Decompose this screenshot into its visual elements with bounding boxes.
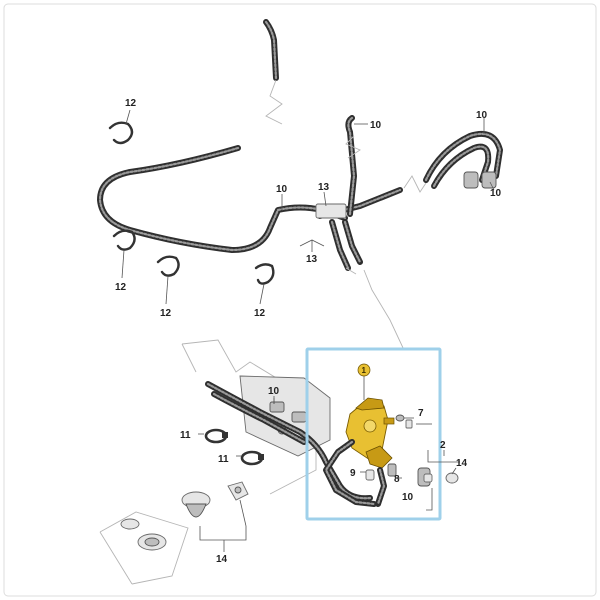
callout-2-group: 2: [440, 440, 446, 451]
callout-9-connector: 9: [350, 468, 356, 479]
heater-pump-icon: [323, 397, 395, 507]
callout-14-grommet: 14: [456, 458, 468, 469]
connector-icon: [360, 463, 402, 481]
callout-10-pump-hose: 10: [402, 492, 414, 503]
highlight-frame: [305, 347, 442, 521]
callout-labels: 12 12 12 12 10 13 13 10 10 10 1 7 10 11 …: [115, 98, 502, 565]
callout-13-bracket: 13: [318, 182, 330, 193]
hose-bracket: [315, 203, 347, 219]
fitting-group: [417, 450, 460, 511]
callout-8-connector: 8: [394, 474, 400, 485]
hose-clamp-icon: [204, 428, 264, 466]
page-frame: [3, 3, 597, 597]
pump-badge: [357, 363, 371, 377]
spring-clip-icon: [108, 121, 275, 285]
hose-connector-right-b: [481, 171, 497, 189]
callout-10-center-hose: 10: [276, 184, 288, 195]
callout-12-top-left: 12: [125, 98, 137, 109]
callout-10-top-hose: 10: [370, 120, 382, 131]
upper-hose-assembly: [97, 19, 503, 351]
grommet-icon: [181, 481, 249, 518]
callout-10-right-top: 10: [476, 110, 488, 121]
callout-11-a: 11: [180, 430, 191, 441]
callout-12-center: 12: [254, 308, 266, 319]
callout-14-bottom: 14: [216, 554, 228, 565]
callout-10-right-bottom: 10: [490, 188, 502, 199]
callout-7-screw: 7: [418, 408, 424, 419]
washer-reservoir-icon: [99, 511, 189, 585]
leader-lines-upper: [121, 109, 495, 305]
callout-1-pump: 1: [362, 366, 367, 375]
callout-11-b: 11: [218, 454, 229, 465]
hose-connector-right: [463, 171, 479, 189]
screw-icon: [395, 414, 432, 429]
callout-10-lower-left: 10: [268, 386, 280, 397]
callout-13-bottom: 13: [306, 254, 318, 265]
callout-12-left-a: 12: [115, 282, 127, 293]
callout-12-left-b: 12: [160, 308, 172, 319]
